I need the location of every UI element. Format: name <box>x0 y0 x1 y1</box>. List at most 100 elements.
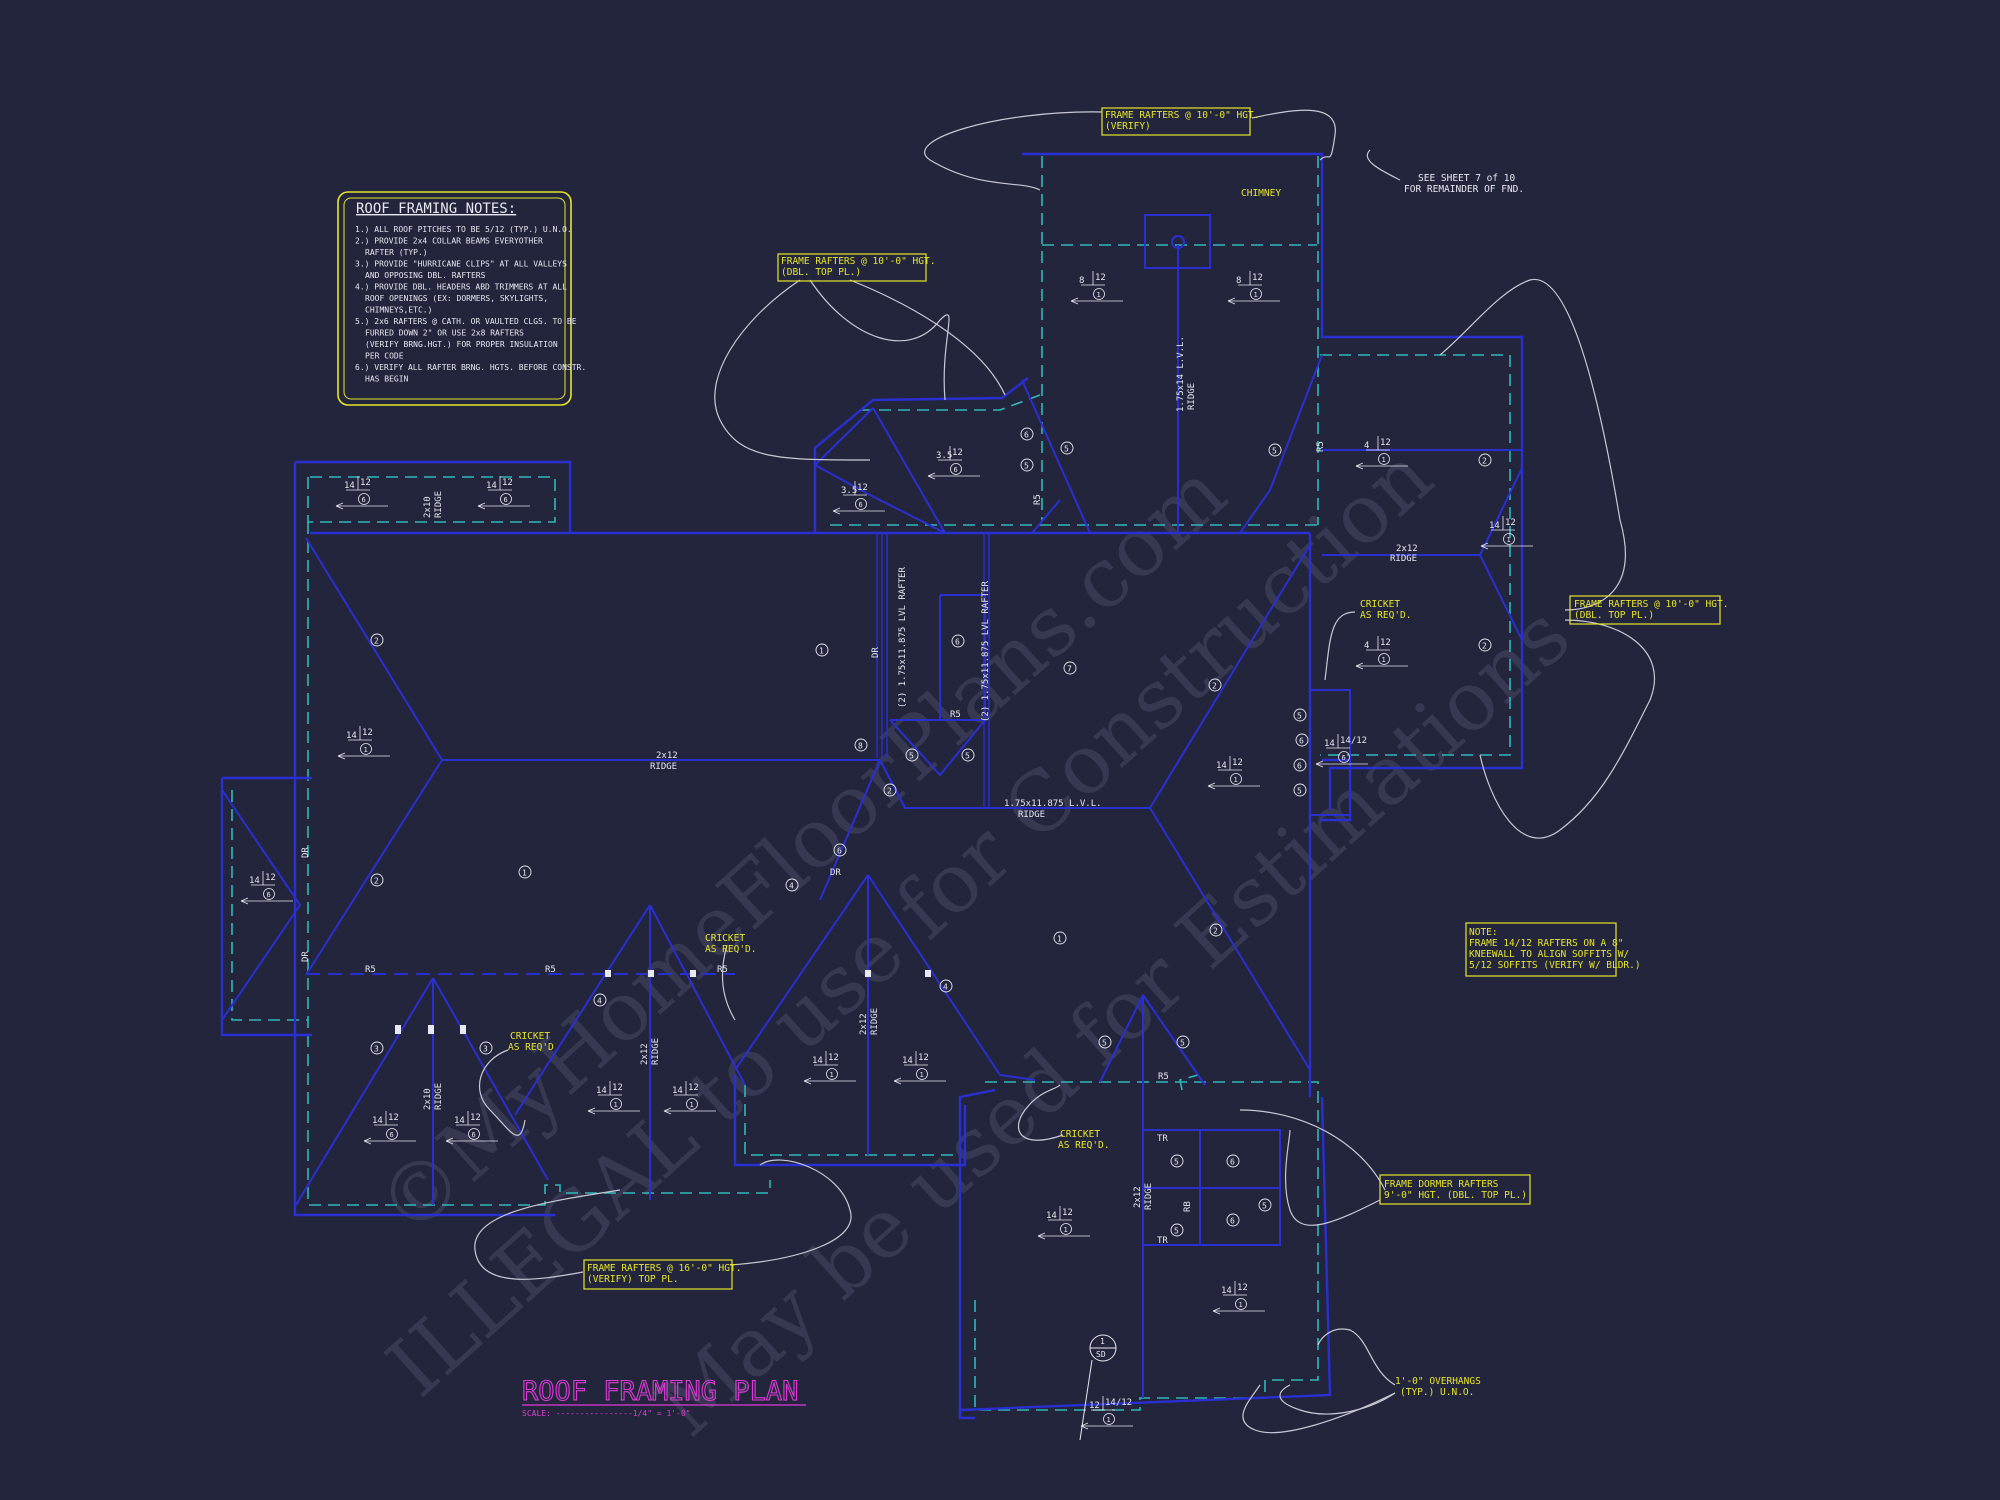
ridge-bot-right-label: RIDGE <box>870 1008 880 1035</box>
leader-curves <box>474 109 1656 1434</box>
ridge-bot-mid-label: RIDGE <box>651 1038 661 1065</box>
pitch-rise: 12 <box>265 873 276 883</box>
svg-text:FRAME RAFTERS @ 10'-0" HGT.: FRAME RAFTERS @ 10'-0" HGT. <box>781 256 935 267</box>
pitch-tag-text: 1 <box>1097 291 1101 299</box>
pitch-run: 4 <box>1364 441 1369 451</box>
tr-top: TR <box>1157 1134 1168 1144</box>
rafter-tag-number: 1 <box>819 647 824 656</box>
rafter-tag-circle <box>479 1041 493 1055</box>
notes-line: 2.) PROVIDE 2x4 COLLAR BEAMS EVERYOTHER <box>355 237 543 246</box>
notes-line: RAFTER (TYP.) <box>365 248 428 257</box>
rafter-tag-circle <box>593 993 607 1007</box>
rafter-tag-circle <box>883 783 897 797</box>
pitch-tag-circle <box>1230 773 1242 785</box>
rafter-tag-number: 5 <box>1024 462 1029 471</box>
pitch-direction-arrow <box>1480 542 1533 550</box>
rafter-tag-number: 3 <box>483 1045 488 1054</box>
svg-text:KNEEWALL TO ALIGN SOFFITS W/: KNEEWALL TO ALIGN SOFFITS W/ <box>1469 949 1629 960</box>
pitch-rise: 12 <box>857 483 868 493</box>
rafter-tag-circle <box>518 865 532 879</box>
rafter-tag-number: 2 <box>374 877 379 886</box>
drawing-title-block: ROOF FRAMING PLAN SCALE: ---------------… <box>521 1375 806 1418</box>
lvl-rafter-2: (2) 1.75x11.875 LVL RAFTER <box>981 581 991 722</box>
rafter-tag-number: 1 <box>1057 935 1062 944</box>
lvl-ridge-center-label: RIDGE <box>1018 810 1045 820</box>
pitch-run: 14 <box>1221 1286 1232 1296</box>
rafter-tag-circle <box>1226 1213 1240 1227</box>
rafter-tag-number: 2 <box>1212 682 1217 691</box>
rafter-tag-circle <box>1295 733 1309 747</box>
rafter-tag-number: 6 <box>1024 431 1029 440</box>
pitch-tag-circle <box>386 1128 398 1140</box>
rafter-tag-circle <box>370 633 384 647</box>
watermark: ©MyHomeFloorPlans.com ILLEGAL to use for… <box>360 429 1588 1455</box>
pitch-tag-circle <box>360 743 372 755</box>
pitch-tag-text: 6 <box>267 891 271 899</box>
pitch-tag-text: 1 <box>1064 1226 1068 1234</box>
svg-text:(VERIFY): (VERIFY) <box>1105 121 1151 132</box>
pitch-tag-text: 6 <box>390 1131 394 1139</box>
lvl-ridge-top-size: 1.75x14 L.V.L. <box>1176 336 1186 412</box>
section-mark-sheet: SD <box>1096 1350 1106 1359</box>
notes-heading: ROOF FRAMING NOTES: <box>356 201 516 217</box>
pitch-run: 14 <box>344 481 355 491</box>
rafter-tag-number: 5 <box>1262 1202 1267 1211</box>
pitch-rise: 12 <box>1505 518 1516 528</box>
pitch-rise: 12 <box>360 478 371 488</box>
pitch-direction-arrow <box>893 1077 946 1085</box>
pitch-tag-circle <box>1093 288 1105 300</box>
drawing-scale: SCALE: ----------------1/4" = 1'-0" <box>522 1409 691 1418</box>
pitch-run: 8 <box>1079 276 1084 286</box>
section-mark-number: 1 <box>1100 1337 1105 1346</box>
svg-text:FRAME DORMER RAFTERS: FRAME DORMER RAFTERS <box>1384 1179 1499 1190</box>
pitch-run: 14 <box>812 1056 823 1066</box>
callout-top-frame: FRAME RAFTERS @ 10'-0" HGT. (VERIFY) <box>1101 107 1259 136</box>
rafter-tag-circle <box>370 873 384 887</box>
pitch-run: 3.5 <box>841 486 857 496</box>
pitch-tag-text: 1 <box>1382 656 1386 664</box>
pitch-run: 14 <box>454 1116 465 1126</box>
rafter-tag-circle <box>1258 1198 1272 1212</box>
pitch-tag-circle <box>468 1128 480 1140</box>
member-labels: 2x12 RIDGE 2x12 RIDGE 1.75x11.875 L.V.L.… <box>301 336 1418 1246</box>
callout-right-frame: FRAME RAFTERS @ 10'-0" HGT. (DBL. TOP PL… <box>1569 595 1728 625</box>
pitch-run: 14 <box>1489 521 1500 531</box>
pitch-direction-arrow <box>1315 760 1368 768</box>
pitch-direction-arrow <box>1355 662 1408 670</box>
r5-mid: R5 <box>545 965 556 975</box>
svg-text:FOR REMAINDER OF FND.: FOR REMAINDER OF FND. <box>1404 184 1524 195</box>
rafter-tag-number: 4 <box>943 983 948 992</box>
pitch-direction-arrow <box>1227 297 1280 305</box>
label-cricket-mid-2: AS REQ'D. <box>705 944 756 955</box>
svg-text:NOTE:: NOTE: <box>1469 927 1498 938</box>
svg-text:FRAME RAFTERS @ 10'-0" HGT.: FRAME RAFTERS @ 10'-0" HGT. <box>1105 110 1259 121</box>
label-cricket-left-2: AS REQ'D <box>508 1042 554 1053</box>
rafter-tag-number: 6 <box>1230 1158 1235 1167</box>
pitch-tag-text: 6 <box>859 501 863 509</box>
notes-line: 6.) VERIFY ALL RAFTER BRNG. HGTS. BEFORE… <box>355 363 586 372</box>
roof-outline <box>220 152 1524 1420</box>
rafter-tag-circle <box>1020 427 1034 441</box>
r5-top-left: R5 <box>1033 494 1043 505</box>
notes-line: 4.) PROVIDE DBL. HEADERS ABD TRIMMERS AT… <box>355 283 567 292</box>
notes-line: AND OPPOSING DBL. RAFTERS <box>365 271 486 280</box>
pitch-rise: 12 <box>1380 438 1391 448</box>
notes-line: ROOF OPENINGS (EX: DORMERS, SKYLIGHTS, <box>365 294 548 303</box>
pitch-tag-circle <box>1103 1413 1115 1425</box>
rafter-tag-circle <box>1176 1035 1190 1049</box>
notes-box-outer <box>337 191 572 406</box>
rafter-tag-number: 6 <box>1299 737 1304 746</box>
pitch-tag-text: 1 <box>1234 776 1238 784</box>
ridge-bot-left-size: 2x10 <box>423 1088 433 1110</box>
pitch-rise: 12 <box>828 1053 839 1063</box>
rb-dormer: RB <box>1183 1201 1193 1212</box>
ridge-right-size: 2x12 <box>1396 544 1418 554</box>
notes-list: 1.) ALL ROOF PITCHES TO BE 5/12 (TYP.) U… <box>355 225 586 384</box>
